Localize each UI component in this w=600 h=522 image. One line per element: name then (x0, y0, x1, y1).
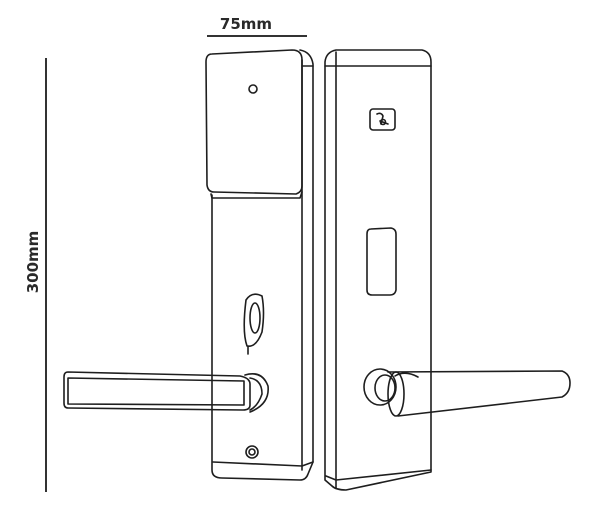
fingerprint-sensor-icon (249, 302, 261, 334)
inner-lever-end (387, 371, 405, 417)
privacy-indicator-icon (369, 108, 396, 131)
width-label: 75mm (220, 15, 272, 33)
outer-rose (244, 373, 269, 413)
inner-plate (324, 49, 571, 491)
battery-cover-slot[interactable] (366, 227, 397, 296)
outer-plate-body (211, 49, 314, 481)
outer-lever-face (67, 377, 245, 406)
inner-plate-bottom-cap (325, 469, 432, 481)
card-reader-panel (205, 49, 303, 195)
outer-plate (63, 49, 314, 481)
inner-lever-handle[interactable] (387, 370, 571, 417)
privacy-indicator-glyph (376, 112, 389, 125)
key-cylinder-core (248, 448, 256, 456)
outer-lever-handle[interactable] (63, 371, 251, 411)
privacy-indicator-dot (379, 118, 387, 126)
outer-rose-inner (249, 377, 263, 411)
fingerprint-sensor-outer (243, 293, 265, 348)
inner-rose-inner (374, 374, 396, 402)
key-cylinder-icon (245, 445, 259, 459)
card-reader-indicator-icon (248, 84, 258, 94)
card-reader-base (210, 191, 303, 199)
height-dimension: 300mm (24, 58, 47, 492)
width-dimension: 75mm (207, 15, 307, 37)
outer-plate-bottom-cap (212, 461, 314, 467)
height-label: 300mm (24, 231, 42, 294)
inner-plate-body (324, 49, 432, 491)
inner-rose (363, 368, 397, 406)
inner-lever-neck (394, 372, 419, 378)
